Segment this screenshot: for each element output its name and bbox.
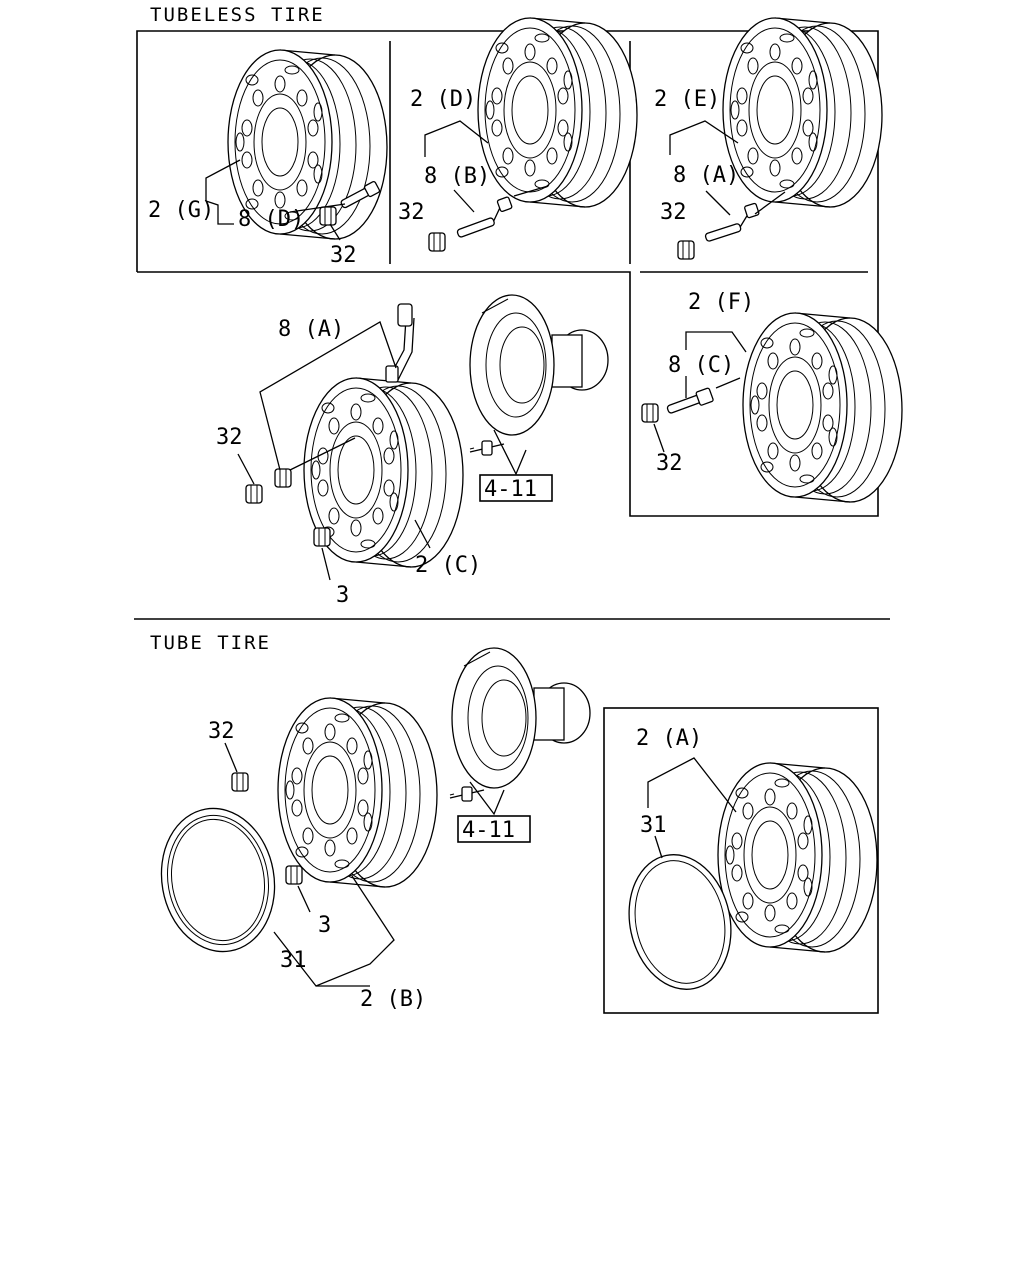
callout-2d-leader xyxy=(424,120,549,213)
callout-2c: 2 (C) xyxy=(415,553,481,578)
wheel-2a-drawing xyxy=(628,762,878,990)
callout-31-inset: 31 xyxy=(640,813,667,838)
wheel-2d-drawing xyxy=(428,17,638,252)
wheel-2b-drawing xyxy=(160,647,591,953)
callout-8d: 8 (D) xyxy=(238,207,304,232)
reference-4-11-lower: 4-11 xyxy=(462,818,515,843)
callout-8a-main: 8 (A) xyxy=(278,317,344,342)
tube-tire-title: TUBE TIRE xyxy=(150,632,271,654)
wheel-2e-drawing xyxy=(677,17,883,260)
callout-2a: 2 (A) xyxy=(636,726,702,751)
callout-32-main: 32 xyxy=(216,425,243,450)
reference-box-upper: 4-11 xyxy=(479,474,553,502)
callout-8a-top: 8 (A) xyxy=(673,163,739,188)
callout-31-tube: 31 xyxy=(280,948,307,973)
reference-box-lower: 4-11 xyxy=(457,815,531,843)
callout-2g: 2 (G) xyxy=(148,198,214,223)
tube-inset-frame xyxy=(603,707,879,1014)
callout-2e: 2 (E) xyxy=(654,87,720,112)
callout-2b-leader xyxy=(224,742,505,987)
ring-31-inset xyxy=(628,854,732,990)
wheel-2c-drawing xyxy=(245,294,609,568)
callout-32-a: 32 xyxy=(330,243,357,268)
callout-3-tube: 3 xyxy=(318,913,331,938)
callout-2e-leader xyxy=(669,120,786,216)
tubeless-tire-title: TUBELESS TIRE xyxy=(150,4,325,26)
wheel-2f-drawing xyxy=(641,312,903,503)
callout-2f: 2 (F) xyxy=(688,290,754,315)
callout-32-d: 32 xyxy=(656,451,683,476)
callout-32-tube: 32 xyxy=(208,719,235,744)
callout-2b: 2 (B) xyxy=(360,987,426,1012)
valve-8a-stem xyxy=(385,303,415,383)
callout-3-main: 3 xyxy=(336,583,349,608)
callout-8b: 8 (B) xyxy=(424,164,490,189)
reference-4-11-upper: 4-11 xyxy=(484,477,537,502)
callout-8a-main-leader xyxy=(237,321,527,581)
callout-2f-leader xyxy=(653,331,747,453)
callout-2g-leader xyxy=(205,159,346,241)
callout-32-b: 32 xyxy=(398,200,425,225)
ring-31-tube xyxy=(160,807,276,953)
callout-8c: 8 (C) xyxy=(668,353,734,378)
callout-32-c: 32 xyxy=(660,200,687,225)
callout-2d: 2 (D) xyxy=(410,87,476,112)
callout-2a-leader xyxy=(647,757,737,859)
